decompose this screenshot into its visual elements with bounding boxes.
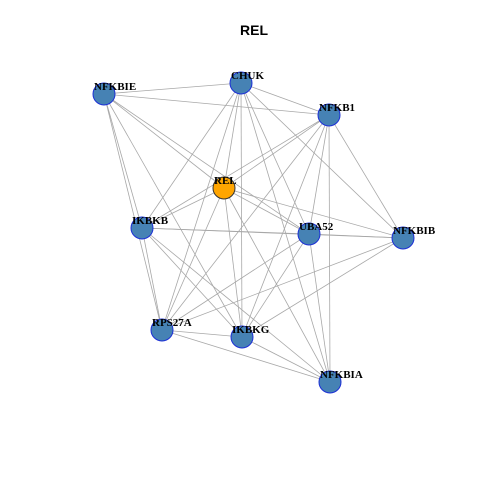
node-label-rel: REL [214,175,237,187]
node-ikbkg [230,325,254,349]
edge-nfkbib-ikbkg [241,237,404,338]
node-label-nfkb1: NFKB1 [319,102,355,114]
edge-nfkb1-rel [223,114,330,189]
edge-nfkbie-ikbkb [103,93,143,229]
edge-nfkb1-rps27a [161,114,330,331]
edge-nfkb1-uba52 [308,114,330,235]
edge-nfkbie-rps27a [103,93,163,331]
node-chuk [229,71,253,95]
node-uba52 [297,222,321,246]
node-ikbkb [130,216,154,240]
edge-nfkb1-nfkbib [328,114,404,239]
edge-rps27a-ikbkg [161,329,243,338]
edge-ikbkg-nfkbia [241,336,331,383]
graph-title: REL [240,22,268,38]
node-label-uba52: UBA52 [299,221,334,233]
edge-chuk-nfkb1 [240,82,330,116]
edge-ikbkb-ikbkg [141,227,243,338]
edge-ikbkb-rps27a [141,227,163,331]
edge-chuk-nfkbia [240,82,331,383]
edge-ikbkb-nfkbia [141,227,331,383]
node-label-nfkbia: NFKBIA [320,369,363,381]
node-label-rps27a: RPS27A [152,317,192,329]
edge-nfkbie-chuk [103,82,242,95]
edge-chuk-nfkbib [240,82,404,239]
edge-nfkbie-rel [103,93,225,189]
edge-nfkbie-ikbkg [103,93,243,338]
edge-nfkb1-nfkbia [328,114,331,383]
edge-nfkb1-ikbkg [241,114,330,338]
edge-layer [103,82,404,383]
node-label-chuk: CHUK [231,70,264,82]
node-nfkb1 [317,103,341,127]
edge-chuk-rel [223,82,242,189]
edge-rel-ikbkb [141,187,225,229]
node-label-nfkbib: NFKBIB [393,225,436,237]
node-label-ikbkb: IKBKB [132,215,169,227]
edge-rel-uba52 [223,187,310,235]
edge-chuk-ikbkb [141,82,242,229]
edge-rel-nfkbib [223,187,404,239]
edge-uba52-nfkbib [308,233,404,239]
node-nfkbib [391,226,415,250]
edge-nfkbie-nfkb1 [103,93,330,116]
node-label-ikbkg: IKBKG [232,324,270,336]
edge-rps27a-nfkbia [161,329,331,383]
edge-rel-ikbkg [223,187,243,338]
edge-chuk-uba52 [240,82,310,235]
edge-chuk-ikbkg [240,82,243,338]
node-layer [92,71,415,394]
edge-rel-nfkbia [223,187,331,383]
edge-chuk-rps27a [161,82,242,331]
node-nfkbie [92,82,116,106]
edge-rel-rps27a [161,187,225,331]
edge-uba52-rps27a [161,233,310,331]
edge-nfkbib-rps27a [161,237,404,331]
edge-uba52-ikbkg [241,233,310,338]
node-rps27a [150,318,174,342]
edge-nfkbie-uba52 [103,93,310,235]
edge-uba52-nfkbia [308,233,331,383]
node-nfkbia [318,370,342,394]
node-label-nfkbie: NFKBIE [94,81,136,93]
edge-nfkb1-ikbkb [141,114,330,229]
node-rel [212,176,236,200]
